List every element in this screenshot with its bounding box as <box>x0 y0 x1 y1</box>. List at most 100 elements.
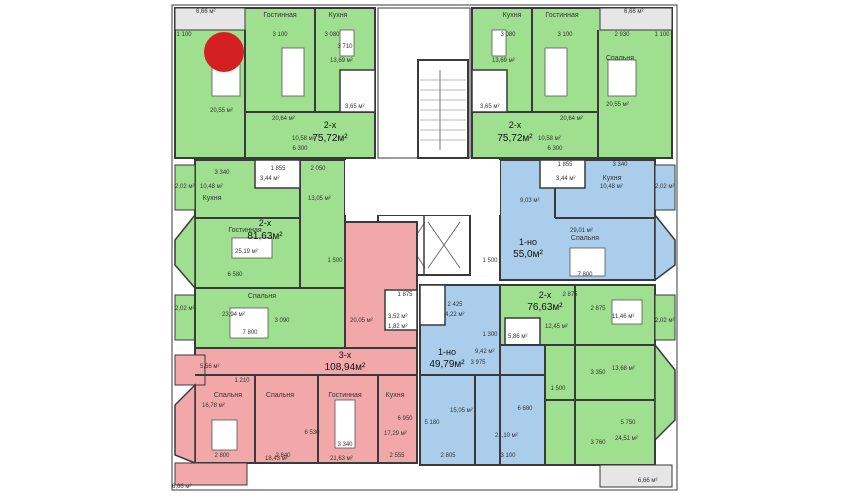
dimension-label: 3 080 <box>500 32 516 38</box>
dimension-label: 3 975 <box>470 360 486 366</box>
room-name: Спальня <box>214 392 242 399</box>
area-label: 13,69 м² <box>492 58 515 64</box>
area-label: 18,43 м² <box>265 456 288 462</box>
area-label: 25,19 м² <box>235 249 258 255</box>
area-label: 6,66 м² <box>624 9 643 15</box>
apartment-red <box>174 221 418 486</box>
apt-area-cb: 49,79м² <box>429 359 465 370</box>
area-label: 10,48 м² <box>200 184 223 190</box>
room-name: Спальня <box>606 55 634 62</box>
dimension-label: 7 800 <box>242 330 258 336</box>
area-label: 4,22 м² <box>445 312 464 318</box>
apt-area-rr: 76,63м² <box>527 302 563 313</box>
area-label: 10,58 м² <box>538 136 561 142</box>
dimension-label: 2 050 <box>310 166 326 172</box>
dimension-label: 1 300 <box>482 332 498 338</box>
apartment-top-right <box>471 7 673 159</box>
apt-area-red: 108,94м² <box>325 362 366 373</box>
dimension-label: 6 950 <box>397 416 413 422</box>
area-label: 10,48 м² <box>600 184 623 190</box>
area-label: 13,05 м² <box>308 196 331 202</box>
area-label: 20,64 м² <box>560 116 583 122</box>
area-label: 6,66 м² <box>196 9 215 15</box>
area-label: 20,55 м² <box>606 102 629 108</box>
apt-type-red: 3-х <box>339 350 352 360</box>
room-name: Гостинная <box>328 392 361 399</box>
room-name: Кухня <box>329 12 348 19</box>
area-label: 17,29 м² <box>384 431 407 437</box>
area-label: 3,65 м² <box>480 104 499 110</box>
room-name: Кухня <box>503 12 522 19</box>
apt-area-mr: 55,0м² <box>513 249 543 260</box>
dimension-label: 3 340 <box>214 170 230 176</box>
apt-area-tl: 75,72м² <box>312 133 348 144</box>
area-label: 3,44 м² <box>260 176 279 182</box>
apt-type-cb: 1-но <box>438 347 456 357</box>
dimension-label: 3 100 <box>500 453 516 459</box>
room-name: Гостинная <box>228 227 261 234</box>
apartment-middle-left <box>174 159 346 341</box>
dimension-label: 7 800 <box>577 272 593 278</box>
dimension-label: 2 840 <box>275 453 291 459</box>
location-marker <box>204 32 244 72</box>
area-label: 24,51 м² <box>615 436 638 442</box>
apt-area-tr: 75,72м² <box>497 133 533 144</box>
dimension-label: 1 100 <box>176 32 192 38</box>
area-label: 1,82 м² <box>388 324 407 330</box>
dimension-label: 1 500 <box>482 258 498 264</box>
dimension-label: 3 340 <box>337 442 353 448</box>
area-label: 9,03 м² <box>520 198 539 204</box>
dimension-label: 3 080 <box>324 32 340 38</box>
area-label: 13,69 м² <box>330 58 353 64</box>
apt-type-ml: 2-х <box>259 218 272 228</box>
area-label: 2,02 м² <box>175 184 194 190</box>
dimension-label: 6 680 <box>517 406 533 412</box>
dimension-label: 6 300 <box>292 146 308 152</box>
dimension-label: 6 530 <box>304 430 320 436</box>
dimension-label: 2 425 <box>447 302 463 308</box>
corridor <box>345 160 500 215</box>
apt-type-rr: 2-х <box>539 290 552 300</box>
dimension-label: 3 100 <box>557 32 573 38</box>
outer-wall <box>171 4 678 491</box>
dimension-label: 1 500 <box>327 258 343 264</box>
area-label: 20,05 м² <box>350 318 373 324</box>
dimension-label: 1 210 <box>234 378 250 384</box>
area-label: 3,65 м² <box>345 104 364 110</box>
apt-type-mr: 1-но <box>519 237 537 247</box>
dimension-label: 1 875 <box>397 292 413 298</box>
dimension-label: 3 710 <box>337 44 353 50</box>
dimension-label: 1 100 <box>654 32 670 38</box>
area-label: 20,64 м² <box>272 116 295 122</box>
area-label: 9,42 м² <box>475 349 494 355</box>
area-label: 21,63 м² <box>330 456 353 462</box>
dimension-label: 1 855 <box>270 166 286 172</box>
apt-area-ml: 81,63м² <box>247 231 283 242</box>
apt-type-tl: 2-х <box>324 120 337 130</box>
area-label: 2,02 м² <box>655 184 674 190</box>
dimension-label: 2 805 <box>440 453 456 459</box>
dimension-label: 2 800 <box>214 453 230 459</box>
dimension-label: 2 875 <box>590 306 606 312</box>
area-label: 23,94 м² <box>222 312 245 318</box>
room-name: Кухня <box>603 175 622 182</box>
dimension-label: 1 855 <box>557 162 573 168</box>
dimension-label: 2 555 <box>389 453 405 459</box>
apartment-middle-right <box>499 159 676 282</box>
area-label: 11,46 м² <box>612 314 634 320</box>
dimension-label: 1 500 <box>550 386 566 392</box>
area-label: 6,66 м² <box>638 478 657 484</box>
area-label: 15,05 м² <box>450 408 473 414</box>
room-name: Кухня <box>386 392 405 399</box>
dimension-label: 3 100 <box>272 32 288 38</box>
room-name: Гостинная <box>263 12 296 19</box>
area-label: 12,45 м² <box>545 324 568 330</box>
area-label: 5,86 м² <box>508 334 527 340</box>
area-label: 29,01 м² <box>570 228 593 234</box>
area-label: 6,66 м² <box>172 484 191 490</box>
dimension-label: 3 090 <box>274 318 290 324</box>
apartment-center-bottom <box>419 284 546 466</box>
area-label: 3,52 м² <box>388 314 407 320</box>
area-label: 20,55 м² <box>210 108 233 114</box>
